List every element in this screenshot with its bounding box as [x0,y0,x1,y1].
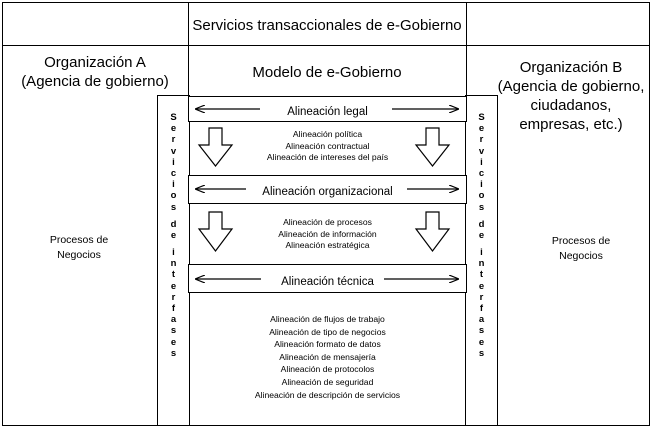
legal-detail-item: Alineación de intereses del país [266,152,389,163]
tech-detail-item: Alineación formato de datos [274,339,381,350]
down-arrow-legal-right [414,127,451,167]
model-title: Modelo de e-Gobierno [252,64,402,81]
org-alignment-wrap: Alineación organizacional [188,182,467,200]
down-arrow-org-left [197,211,234,252]
org-alignment-label: Alineación organizacional [258,186,397,198]
legal-alignment-wrap: Alineación legal [188,102,467,120]
org-b-process: Procesos de Negocios [551,235,611,262]
legal-alignment-label: Alineación legal [283,106,372,118]
down-arrow-legal-left [197,127,234,167]
org-detail-item: Alineación estratégica [285,240,370,251]
org-details: Alineación de procesos Alineación de inf… [235,217,420,252]
org-detail-item: Alineación de información [278,228,377,239]
tech-detail-item: Alineación de flujos de trabajo [270,314,385,324]
interfaces-column-right [465,95,498,426]
header-divider [2,45,650,46]
header-title: Servicios transaccionales de e-Gobierno [192,17,462,34]
org-b-title: Organización B (Agencia de gobierno, ciu… [497,59,645,133]
legal-detail-item: Alineación política [292,129,363,139]
tech-alignment-wrap: Alineación técnica [188,272,467,290]
header-right-divider [466,2,467,46]
tech-details: Alineación de flujos de trabajo Alineaci… [220,313,435,401]
tech-detail-item: Alineación de tipo de negocios [269,326,386,337]
tech-detail-item: Alineación de protocolos [280,364,375,375]
header-left-divider [188,2,189,46]
org-detail-item: Alineación de procesos [283,217,372,227]
down-arrow-org-right [414,211,451,252]
tech-alignment-label: Alineación técnica [277,276,378,288]
tech-detail-item: Alineación de descripción de servicios [254,389,401,400]
interfaces-column-left [157,95,190,426]
org-a-title: Organización A (Agencia de gobierno) [21,54,169,90]
org-a-process: Procesos de Negocios [49,234,109,261]
legal-details: Alineación política Alineación contractu… [235,129,420,164]
tech-detail-item: Alineación de mensajería [279,351,376,362]
tech-detail-item: Alineación de seguridad [281,376,374,387]
legal-detail-item: Alineación contractual [285,140,370,151]
